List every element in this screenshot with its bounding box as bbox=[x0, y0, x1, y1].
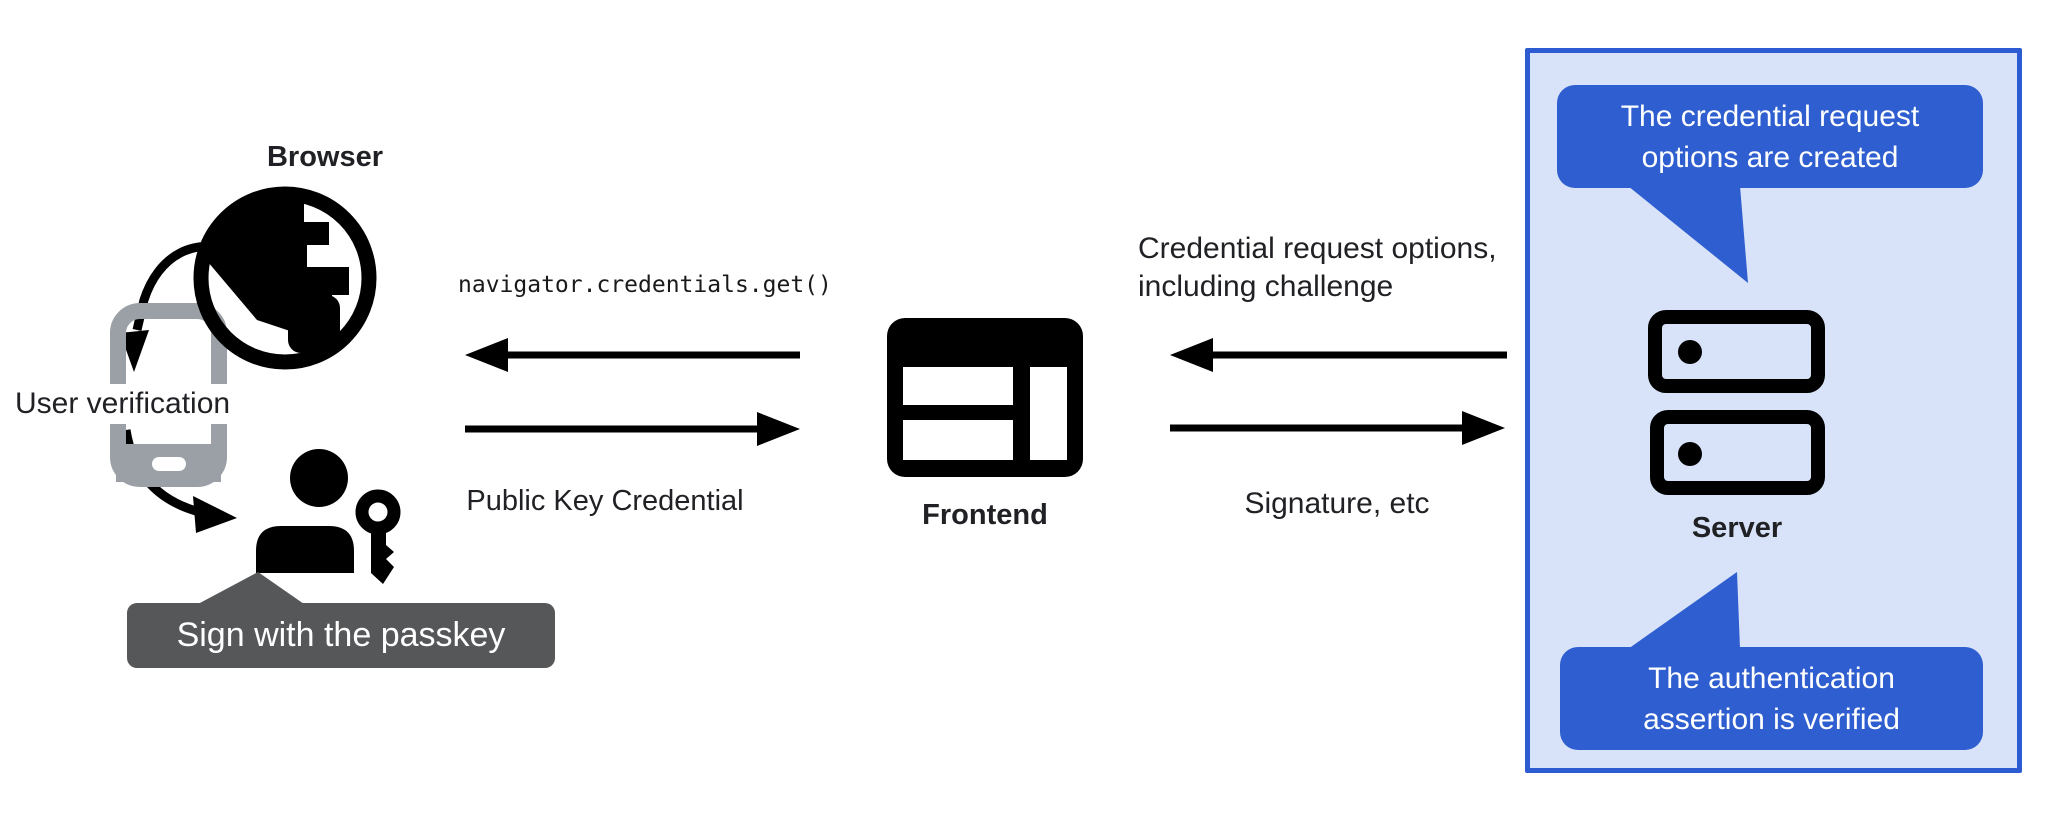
passkey-tooltip: Sign with the passkey bbox=[127, 603, 555, 668]
callout-bottom-line2: assertion is verified bbox=[1643, 702, 1900, 736]
callout-top-line2: options are created bbox=[1641, 140, 1899, 174]
api-call-label: navigator.credentials.get() bbox=[458, 272, 832, 298]
user-verification-label: User verification bbox=[8, 384, 238, 424]
browser-window-icon bbox=[887, 318, 1083, 477]
server-label: Server bbox=[1691, 512, 1783, 544]
arrow-frontend-to-browser bbox=[465, 338, 800, 372]
passkey-tooltip-label: Sign with the passkey bbox=[176, 616, 506, 654]
callout-tail-top bbox=[1628, 186, 1748, 283]
public-key-credential-label: Public Key Credential bbox=[466, 485, 744, 517]
callout-bottom-line1: The authentication bbox=[1648, 661, 1895, 695]
arrow-browser-to-frontend bbox=[465, 412, 800, 446]
browser-label: Browser bbox=[266, 141, 384, 173]
callout-credential-request-created: The credential request options are creat… bbox=[1557, 85, 1983, 188]
server-icon bbox=[1648, 310, 1825, 495]
callout-assertion-verified: The authentication assertion is verified bbox=[1560, 647, 1983, 750]
credential-request-options-line2: including challenge bbox=[1138, 270, 1394, 303]
credential-request-options-line1: Credential request options, bbox=[1138, 232, 1497, 265]
callout-top-line1: The credential request bbox=[1620, 99, 1920, 133]
callout-tail-bottom bbox=[1628, 572, 1740, 649]
arrow-server-to-frontend bbox=[1170, 338, 1507, 372]
frontend-label: Frontend bbox=[922, 499, 1048, 531]
globe-icon bbox=[193, 186, 377, 370]
key-icon bbox=[355, 489, 401, 584]
signature-label: Signature, etc bbox=[1244, 487, 1430, 520]
arrow-frontend-to-server bbox=[1170, 411, 1505, 445]
person-icon bbox=[256, 449, 354, 573]
credential-request-options-label: Credential request options, including ch… bbox=[1138, 230, 1497, 306]
tooltip-pointer bbox=[198, 572, 304, 604]
